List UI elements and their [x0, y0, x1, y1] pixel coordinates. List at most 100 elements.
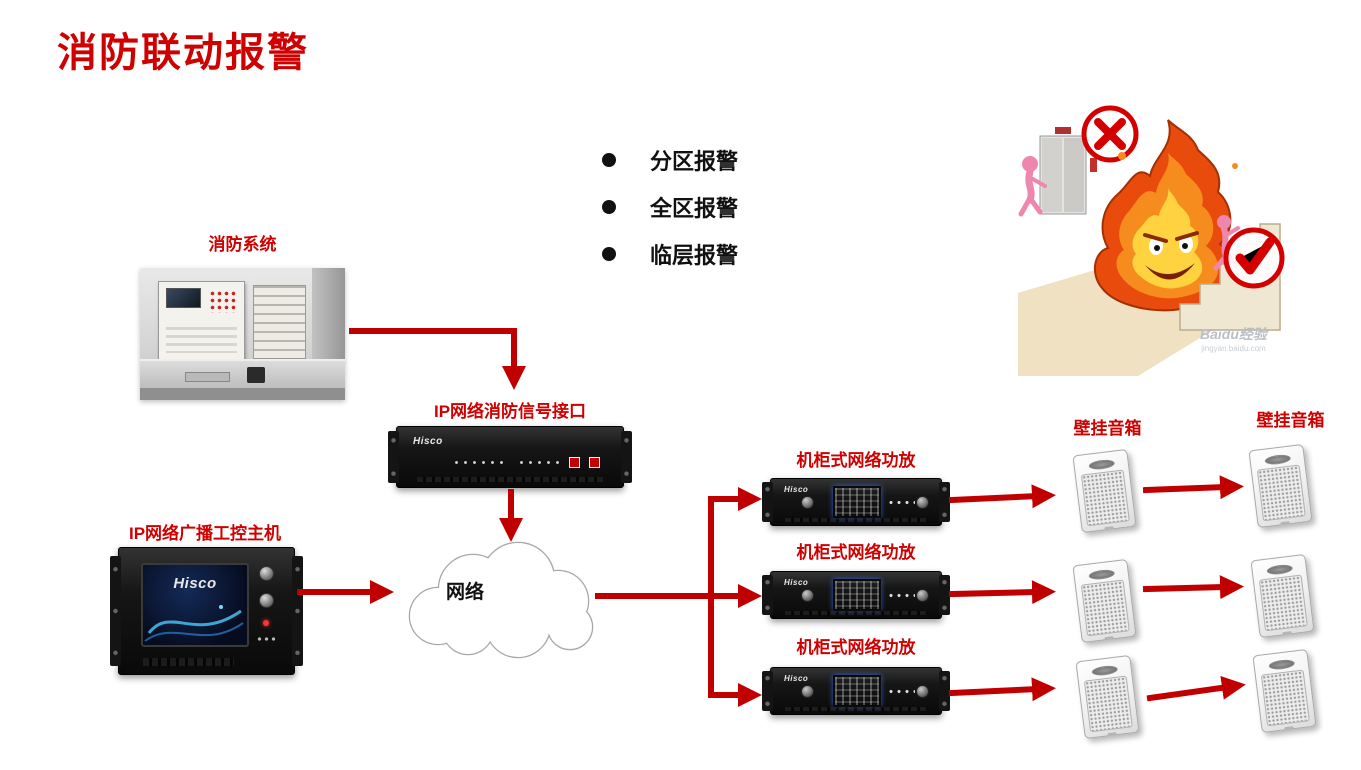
lcd-display [833, 486, 881, 518]
alarm-button [589, 457, 600, 468]
cabinet-buttons [209, 289, 238, 314]
bullet-label: 分区报警 [650, 148, 739, 174]
network-amplifier-device: Hisco [762, 571, 950, 619]
arrow-photo-to-interface [349, 328, 526, 390]
wall-speaker [1075, 654, 1140, 740]
arrow-speaker1-row3 [1146, 675, 1246, 702]
bullet-label: 全区报警 [650, 195, 739, 221]
volume-knob [801, 589, 814, 602]
speaker-grille [1258, 574, 1308, 632]
photo-floor [140, 388, 345, 400]
selector-knob [258, 593, 274, 608]
speaker-logo [1104, 526, 1114, 531]
network-amplifier-device: Hisco [762, 478, 950, 526]
lcd-display [833, 579, 881, 611]
speaker-logo [1282, 631, 1292, 636]
page-title: 消防联动报警 [57, 31, 309, 75]
rack-ear [939, 481, 950, 523]
rack-ear [762, 574, 773, 616]
label-fire-system: 消防系统 [208, 235, 277, 254]
label-fire-interface: IP网络消防信号接口 [433, 402, 587, 421]
speaker-vent [1267, 658, 1295, 671]
volume-knob [916, 685, 929, 698]
speaker-vent [1090, 664, 1118, 677]
speaker-grille [1083, 675, 1133, 733]
rack-ear [621, 430, 632, 484]
host-screen: Hisco [141, 563, 249, 647]
control-buttons [887, 592, 915, 599]
volume-knob [916, 496, 929, 509]
device-brand: Hisco [784, 674, 809, 683]
fire-illustration: Baidu经验 jingyan.baidu.com [1018, 98, 1303, 376]
rack-ear [762, 481, 773, 523]
control-buttons [256, 636, 276, 642]
speaker-grille [1256, 464, 1306, 522]
bullet-icon [602, 199, 616, 214]
control-buttons [887, 688, 915, 695]
volume-knob [258, 566, 274, 581]
power-led [263, 620, 269, 626]
screen-graphics [144, 605, 244, 642]
device-brand: Hisco [173, 575, 217, 592]
watermark: Baidu经验 jingyan.baidu.com [1200, 324, 1267, 353]
vent-grille [785, 518, 927, 522]
label-broadcast-host: IP网络广播工控主机 [128, 524, 282, 543]
speaker-logo [1104, 636, 1114, 641]
rack-ear [110, 555, 121, 667]
use-stairs-badge [1223, 227, 1285, 289]
rack-ear [292, 555, 303, 667]
rack-ear [762, 670, 773, 712]
bullet-icon [602, 246, 616, 261]
speaker-grille [1080, 579, 1130, 637]
label-amplifier-3: 机柜式网络功放 [796, 638, 916, 657]
list-item: 临层报警 [602, 230, 738, 277]
rack-ear [939, 574, 950, 616]
device-brand: Hisco [784, 578, 809, 587]
label-speaker-col-2: 壁挂音箱 [1256, 411, 1325, 430]
list-item: 全区报警 [602, 183, 738, 230]
arrow-amp3-to-speaker [948, 677, 1056, 702]
arrow-speaker1-row1 [1142, 475, 1244, 500]
running-person-icon [1018, 156, 1047, 217]
control-cabinet [158, 281, 245, 361]
label-speaker-col-1: 壁挂音箱 [1073, 419, 1142, 438]
host-controls [254, 566, 278, 642]
bullet-label: 临层报警 [650, 242, 739, 268]
control-buttons [887, 499, 915, 506]
elevator-icon [1039, 127, 1097, 215]
vent-grille [785, 611, 927, 615]
fire-system-photo [140, 268, 345, 400]
volume-knob [801, 496, 814, 509]
arrow-speaker1-row2 [1142, 575, 1244, 600]
speaker-vent [1087, 568, 1115, 581]
label-amplifier-2: 机柜式网络功放 [796, 543, 916, 562]
watermark-brand: Baidu经验 [1200, 326, 1267, 342]
speaker-logo [1107, 732, 1117, 737]
watermark-url: jingyan.baidu.com [1201, 344, 1266, 353]
arrow-amp1-to-speaker [948, 484, 1056, 509]
network-amplifier-device: Hisco [762, 667, 950, 715]
speaker-logo [1280, 521, 1290, 526]
desk [140, 359, 345, 389]
speaker-vent [1265, 563, 1293, 576]
vent-grille [785, 707, 927, 711]
speaker-vent [1263, 453, 1291, 466]
speaker-grille [1080, 469, 1130, 527]
wall-speaker [1072, 448, 1137, 534]
list-item: 分区报警 [602, 136, 738, 183]
rack-ear [939, 670, 950, 712]
volume-knob [916, 589, 929, 602]
wall-speaker [1248, 443, 1313, 529]
alarm-mode-list: 分区报警 全区报警 临层报警 [602, 136, 738, 277]
bullet-icon [602, 152, 616, 167]
vent-grille [417, 477, 603, 482]
device-brand: Hisco [413, 436, 443, 447]
rack-ear [388, 430, 399, 484]
cabinet-panel-rows [166, 326, 237, 354]
network-label: 网络 [446, 582, 485, 603]
speaker-grille [1260, 669, 1310, 727]
vent-grille [143, 658, 234, 666]
alarm-button [569, 457, 580, 468]
speaker-logo [1284, 726, 1294, 731]
